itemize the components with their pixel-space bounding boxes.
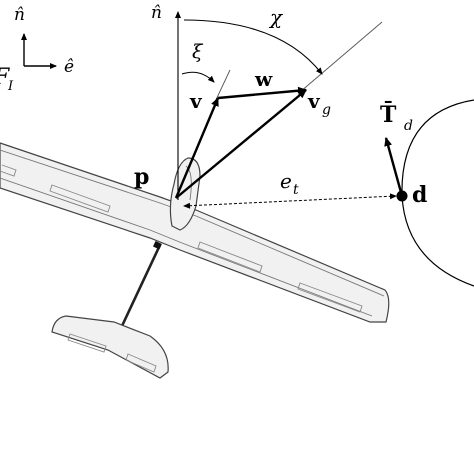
- wing-panel-right-2: [297, 282, 363, 313]
- course-angle-arc: [183, 19, 323, 75]
- position-label: p: [134, 164, 149, 190]
- wing-panel-left: [49, 184, 111, 213]
- track-error-label: e: [280, 169, 292, 193]
- desired-path: d T̄ d: [380, 99, 474, 287]
- frame-east-label: ê: [64, 57, 74, 77]
- frame-subscript: I: [7, 79, 14, 94]
- north-axis-label: n̂: [151, 3, 162, 23]
- frame-north-label: n̂: [14, 5, 25, 25]
- stabilizer-panel-2: [125, 353, 157, 373]
- boom-joint: [153, 241, 162, 250]
- groundspeed-subscript: g: [322, 102, 331, 118]
- track-error: p e t: [134, 164, 397, 209]
- wind-vector: [217, 86, 307, 100]
- track-error-subscript: t: [293, 182, 299, 198]
- velocity-vectors: v w v g: [174, 67, 331, 199]
- wing-panel-right: [197, 241, 263, 273]
- wind-label: w: [254, 67, 273, 91]
- aircraft-illustration: [0, 142, 390, 379]
- track-error-line: [183, 193, 397, 209]
- inertial-frame: n̂ ê F I: [0, 5, 74, 94]
- stabilizer-panel: [67, 333, 107, 353]
- north-reference: n̂: [151, 3, 181, 200]
- main-wing: [0, 142, 390, 323]
- groundspeed-vector: [175, 89, 307, 199]
- course-angle-label: χ: [268, 5, 284, 29]
- tail-boom: [120, 244, 162, 327]
- airspeed-label: v: [189, 89, 203, 113]
- course-angle: χ: [183, 5, 383, 93]
- crab-angle-label: ξ: [192, 41, 204, 63]
- tangent-label: T̄: [380, 100, 397, 128]
- crab-angle-arc: [181, 71, 215, 83]
- airspeed-vector: [174, 97, 220, 199]
- tangent-subscript: d: [404, 118, 413, 134]
- tail-stabilizer: [51, 315, 169, 379]
- frame-label: F: [0, 65, 10, 90]
- wing-panel-mid-left: [0, 164, 17, 177]
- groundspeed-label: v: [307, 89, 321, 113]
- course-guide-line: [299, 21, 383, 93]
- wing-trailing-edge-line: [0, 177, 373, 317]
- target-point-label: d: [412, 182, 427, 208]
- tangent-vector: [384, 137, 404, 197]
